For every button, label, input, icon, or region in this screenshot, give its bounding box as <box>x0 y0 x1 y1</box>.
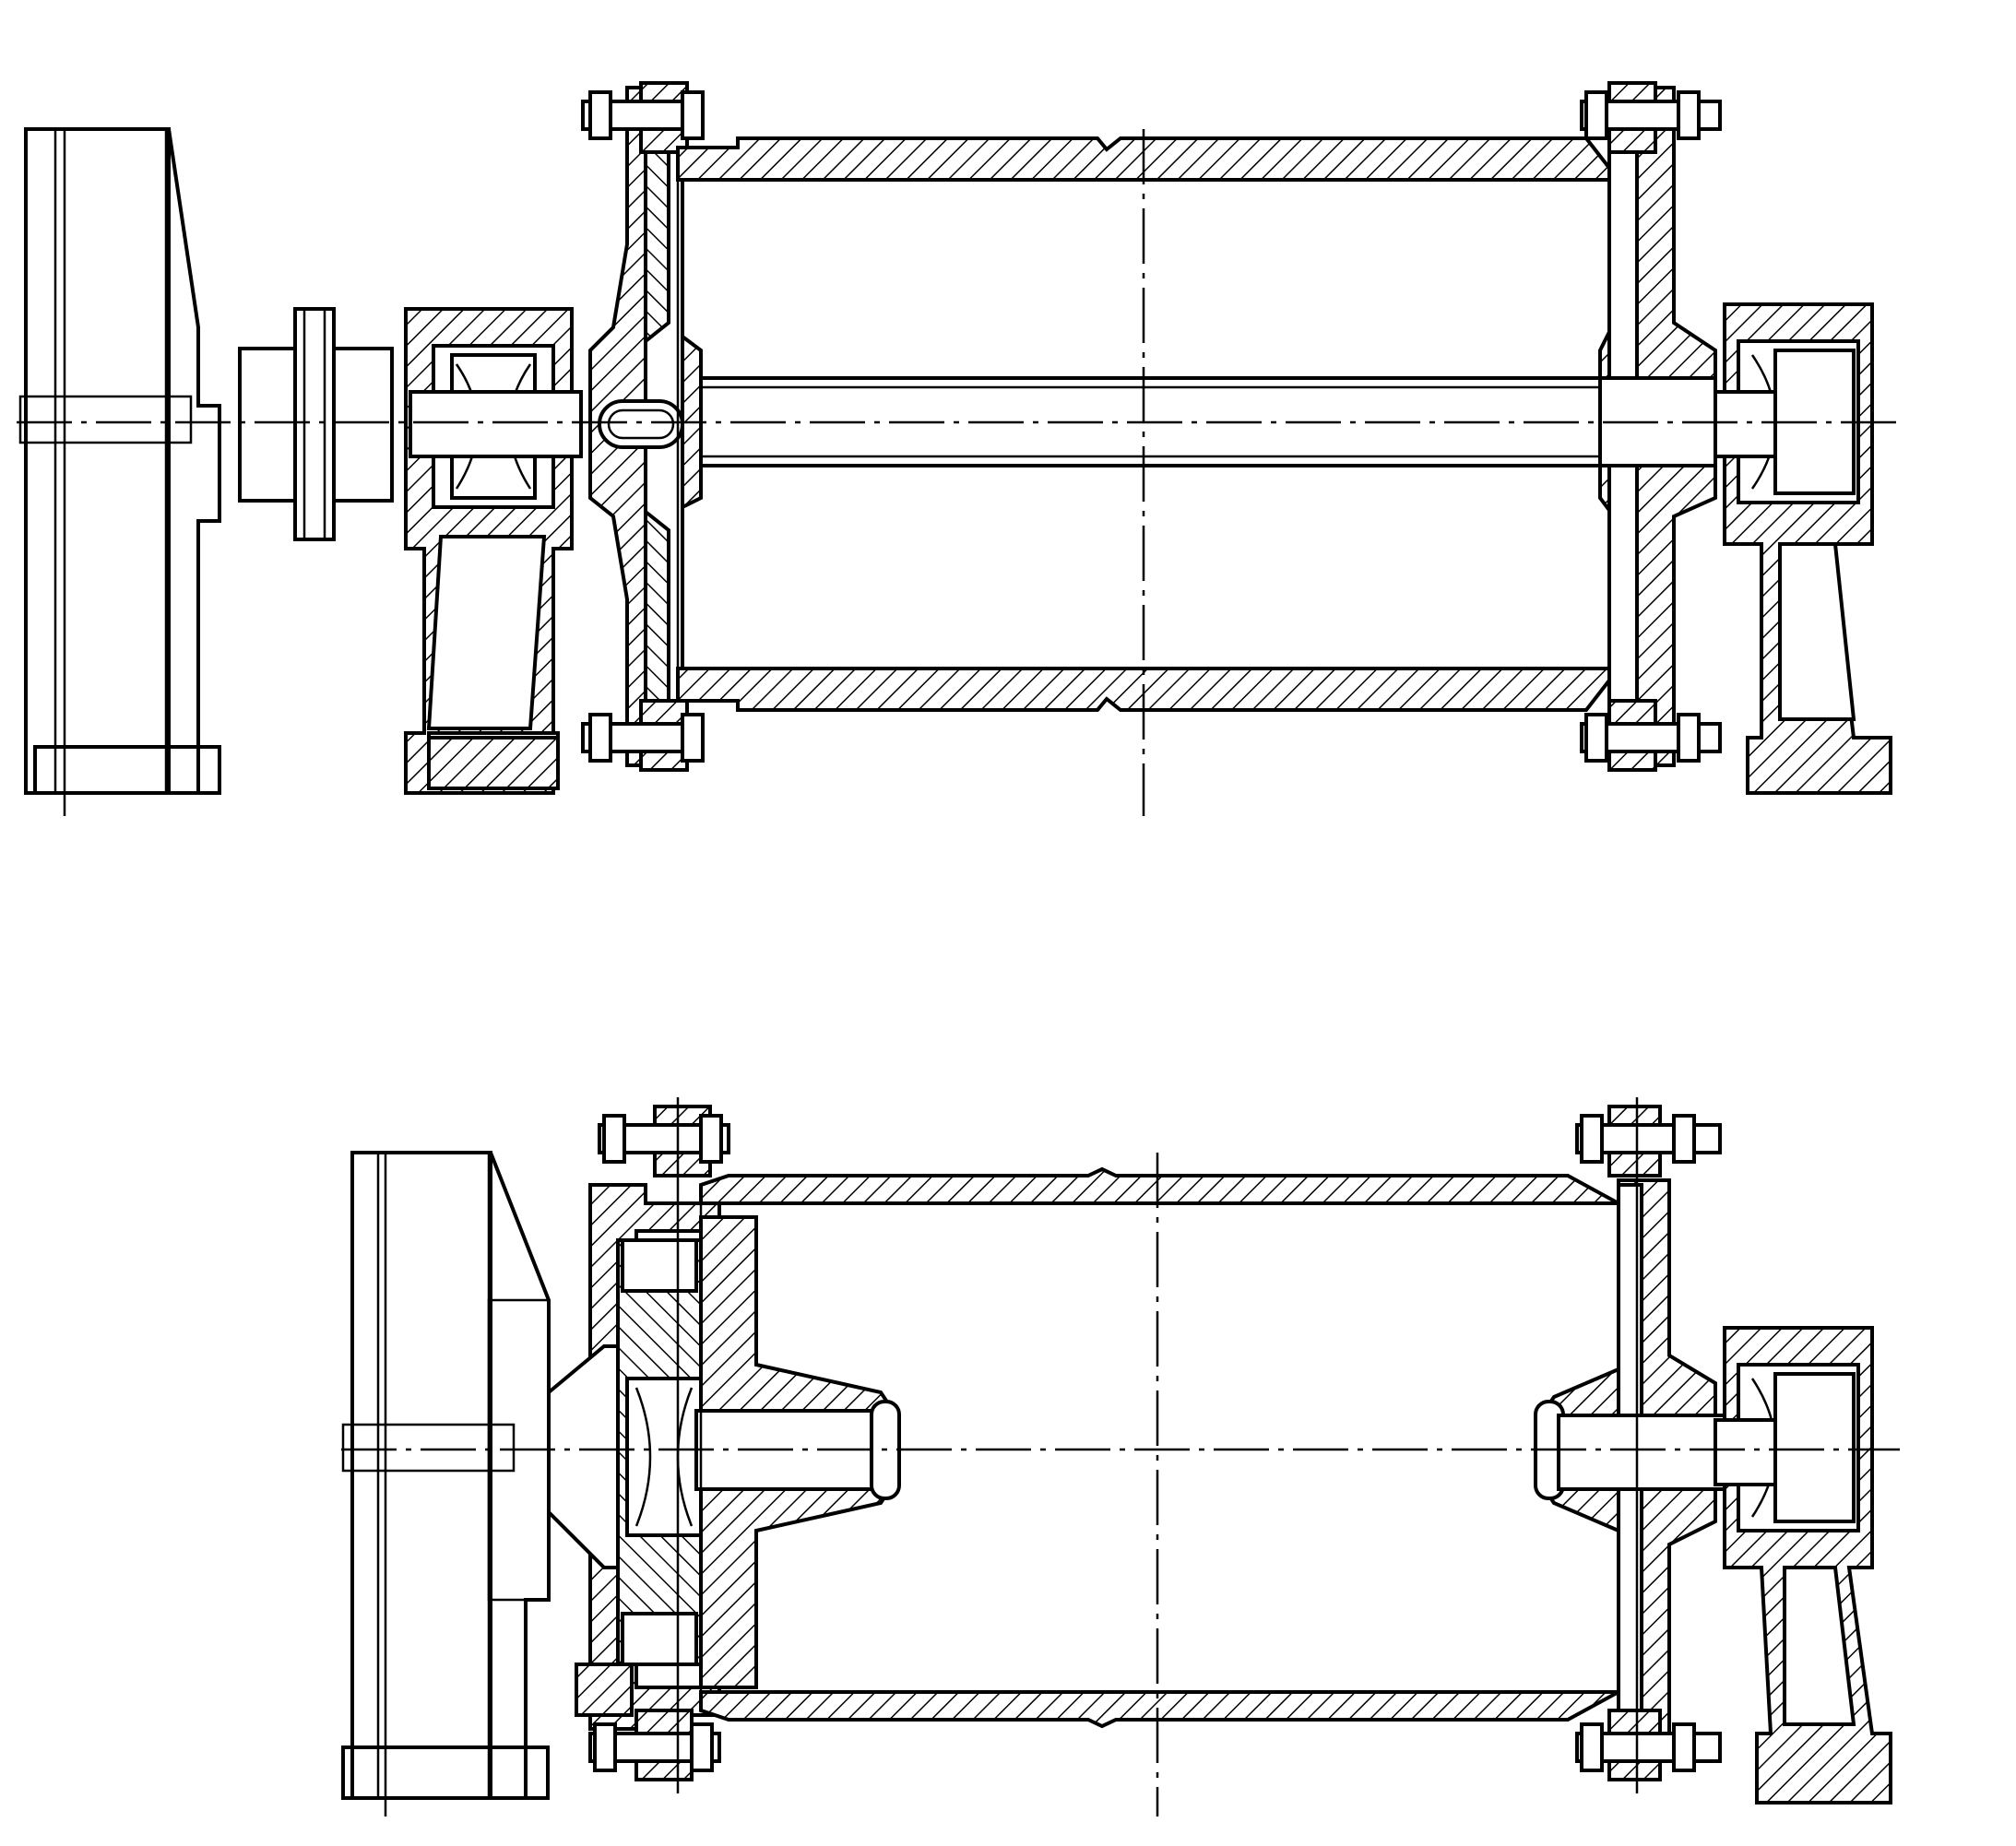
top-right-end-disc <box>1598 86 1717 767</box>
top-drum-shell <box>676 136 1623 712</box>
top-left-end-disc <box>588 86 703 767</box>
top-left-bearing-pedestal <box>404 307 583 795</box>
bottom-right-bearing-pedestal <box>1714 1326 1892 1805</box>
bottom-left-hub <box>694 1215 901 1689</box>
top-motor-housing <box>18 127 221 795</box>
bottom-drum-shell <box>699 1166 1620 1729</box>
top-bolts-right <box>1580 81 1722 772</box>
top-bolts-left <box>581 81 705 772</box>
top-right-bearing-pedestal <box>1714 302 1892 795</box>
bottom-left-gear-housing <box>547 1183 721 1731</box>
bottom-motor-housing <box>341 1151 551 1800</box>
bottom-right-hub <box>1534 1178 1736 1735</box>
top-coupling <box>238 307 394 541</box>
top-drum-assembly <box>17 81 1900 816</box>
bottom-bolts-right <box>1575 1105 1722 1781</box>
bottom-bolts-left <box>575 1105 730 1781</box>
bottom-drum-assembly <box>341 1097 1900 1816</box>
